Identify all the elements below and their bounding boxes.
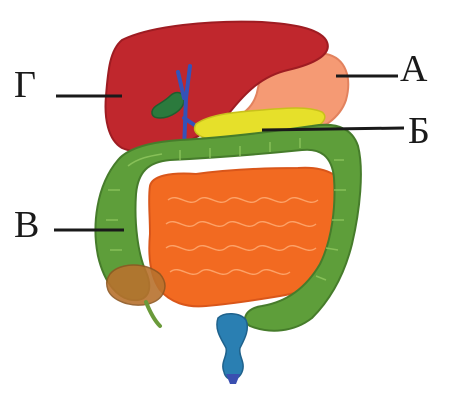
liver [104,20,329,153]
small-intestine-loops [165,197,319,275]
rectum [216,313,249,381]
label-pancreas: Б [408,110,430,152]
colon-haustra [106,138,346,281]
label-liver: Г [14,64,36,106]
label-large-intestine: В [14,204,40,246]
caecum [105,264,166,306]
label-stomach: А [400,48,428,90]
appendix [144,300,162,328]
bile-duct [176,64,224,152]
leader-line-b [261,126,405,132]
anus [226,374,240,384]
